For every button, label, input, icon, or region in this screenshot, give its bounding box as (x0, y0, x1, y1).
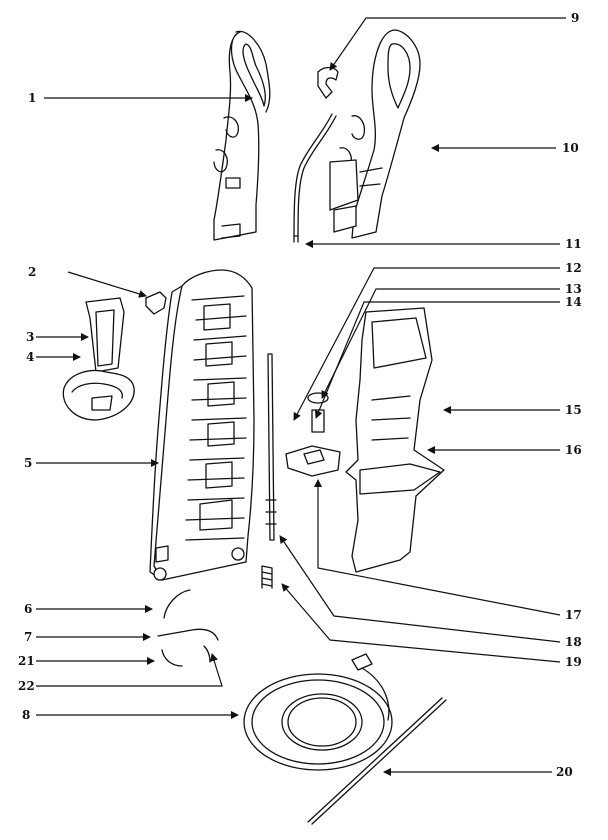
spring-part (261, 565, 273, 589)
handle-halves-part (329, 29, 421, 239)
callout-18: 18 (565, 635, 582, 649)
callout-10: 10 (562, 141, 579, 155)
wand-part (307, 697, 447, 825)
leader-line-13 (321, 288, 560, 399)
leader-line-14 (314, 301, 560, 419)
leader-line-12 (293, 267, 560, 421)
callout-5: 5 (24, 456, 33, 470)
callout-22: 22 (18, 679, 35, 693)
leader-line-17 (314, 479, 561, 616)
callout-16: 16 (565, 443, 582, 457)
callout-20: 20 (556, 765, 573, 779)
leader-line-19 (281, 583, 561, 663)
callout-17: 17 (565, 608, 582, 622)
callout-4: 4 (26, 350, 35, 364)
callout-8: 8 (22, 708, 31, 722)
callout-14: 14 (565, 295, 582, 309)
pedal-bracket-part (62, 297, 135, 421)
callout-21: 21 (18, 654, 35, 668)
upper-handle-part (213, 30, 271, 241)
leader-line-2 (67, 271, 147, 298)
handle-clip-part (317, 66, 339, 99)
callout-7: 7 (24, 630, 33, 644)
callout-6: 6 (24, 602, 33, 616)
callout-2: 2 (28, 265, 37, 279)
callout-15: 15 (565, 403, 582, 417)
rod-part (265, 353, 277, 541)
power-cord-coil-part (243, 653, 393, 771)
latch-plate-part (285, 392, 341, 477)
small-clip-part (145, 291, 167, 315)
callout-12: 12 (565, 261, 582, 275)
callout-9: 9 (571, 11, 580, 25)
belt-hose-pieces-part (157, 589, 219, 667)
rear-housing-panel-part (345, 307, 445, 573)
leader-line-22 (36, 653, 223, 687)
cord-hook-rod-part (293, 113, 337, 243)
callout-19: 19 (565, 655, 582, 669)
callout-11: 11 (565, 237, 582, 251)
callout-13: 13 (565, 282, 582, 296)
main-body-housing-part (149, 269, 255, 581)
callout-3: 3 (26, 330, 35, 344)
leader-line-9 (329, 17, 566, 71)
callout-1: 1 (28, 91, 37, 105)
leader-line-18 (279, 535, 561, 643)
